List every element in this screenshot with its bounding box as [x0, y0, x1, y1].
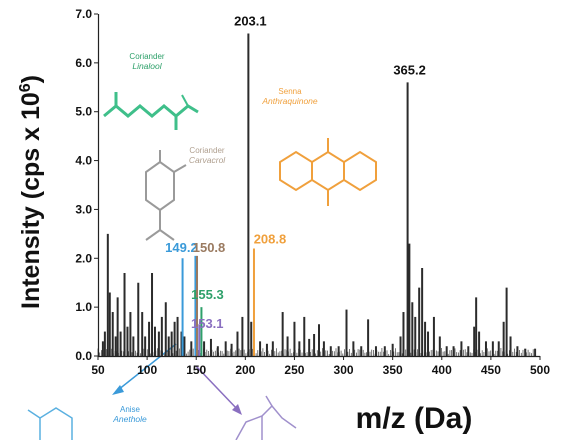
purple-fragment-bonds	[235, 404, 297, 440]
peak-label: 365.2	[393, 62, 426, 77]
purple-arrow-head	[232, 404, 242, 415]
axis-ticks: 50 100 150 200 250 300 350 400 450 500 0.0 1.0 2.0 3.…	[75, 7, 550, 377]
x-tick-label: 300	[334, 363, 354, 377]
x-tick-label: 150	[186, 363, 206, 377]
y-tick-label: 6.0	[75, 56, 92, 70]
peak-label: 203.1	[234, 14, 267, 29]
anethole-plant-label: Anise	[120, 405, 141, 414]
purple-fragment-structure	[235, 395, 297, 440]
y-tick-label: 7.0	[75, 7, 92, 21]
anthraquinone-ring-left	[279, 150, 313, 192]
linalool-structure: Coriander Linalool	[103, 52, 199, 130]
anethole-structure: Anise Anethole	[27, 405, 147, 440]
spectrum-peaks	[97, 33, 537, 356]
anethole-ring-fragment	[39, 407, 73, 440]
purple-arrow	[195, 365, 239, 411]
carvacrol-ring	[145, 160, 175, 212]
x-tick-label: 500	[530, 363, 550, 377]
y-tick-label: 0.0	[75, 349, 92, 363]
y-tick-label: 4.0	[75, 154, 92, 168]
anthraquinone-structure: Senna Anthraquinone	[261, 87, 377, 206]
x-axis-title: m/z (Da)	[356, 402, 473, 435]
x-tick-label: 50	[91, 363, 105, 377]
linalool-skeleton	[103, 104, 199, 118]
purple-fragment-bond-3	[265, 395, 273, 407]
anthraquinone-compound-label: Anthraquinone	[261, 96, 318, 106]
carvacrol-isopropyl	[145, 228, 175, 241]
highlighted-peak-label: 208.8	[254, 232, 287, 247]
carvacrol-oh-bond	[173, 164, 187, 173]
y-tick-label: 2.0	[75, 251, 92, 265]
anthraquinone-ring-right	[343, 150, 377, 192]
y-tick-label: 1.0	[75, 300, 92, 314]
carvacrol-compound-label: Carvacrol	[189, 155, 226, 165]
anthraquinone-ring-center	[311, 150, 345, 192]
highlighted-peak-label: 149.2	[165, 240, 198, 255]
highlighted-peak-label: 150.8	[193, 240, 226, 255]
carvacrol-plant-label: Coriander	[189, 146, 224, 155]
anthraquinone-plant-label: Senna	[278, 87, 302, 96]
highlighted-peak-label: 155.3	[191, 287, 224, 302]
y-tick-label: 3.0	[75, 202, 92, 216]
anethole-methoxy-bond	[27, 409, 41, 419]
x-tick-label: 250	[284, 363, 304, 377]
x-tick-label: 100	[137, 363, 157, 377]
x-tick-label: 400	[432, 363, 452, 377]
anethole-compound-label: Anethole	[112, 414, 147, 424]
linalool-plant-label: Coriander	[129, 52, 164, 61]
x-tick-label: 200	[235, 363, 255, 377]
y-axis-title: Intensity (cps x 106)	[17, 75, 45, 309]
x-tick-label: 450	[481, 363, 501, 377]
x-tick-label: 350	[383, 363, 403, 377]
linalool-oh-bond	[181, 94, 189, 107]
blue-arrow-head	[112, 385, 124, 395]
carvacrol-structure: Coriander Carvacrol	[145, 146, 226, 241]
linalool-compound-label: Linalool	[132, 61, 162, 71]
y-tick-label: 5.0	[75, 105, 92, 119]
highlighted-peak-label: 153.1	[191, 316, 224, 331]
highlighted-peaks	[181, 248, 255, 356]
